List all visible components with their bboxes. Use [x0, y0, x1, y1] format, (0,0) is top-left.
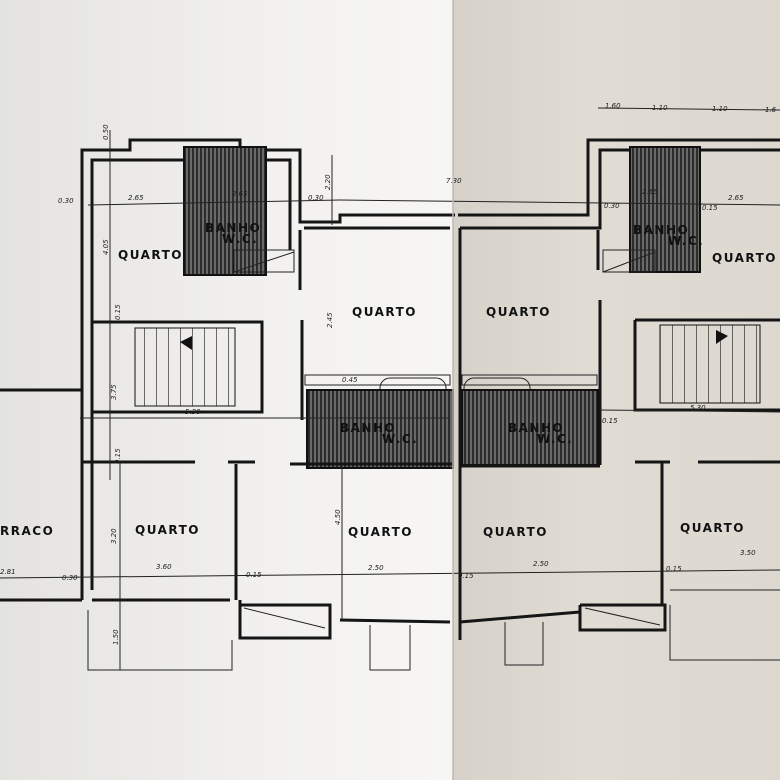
bathroom-tiles-mid-right [461, 389, 599, 466]
dimension-label: 0.30 [62, 574, 78, 582]
dimension-label: 0.15 [458, 572, 474, 580]
dimension-label: 2.45 [326, 312, 334, 328]
room-label-wc: W.C. [382, 432, 418, 446]
dimension-label: 3.20 [110, 528, 118, 544]
dimension-label: 2.81 [0, 568, 16, 576]
room-label-quarto: QUARTO [135, 523, 200, 537]
bathroom-tiles-top-right [629, 146, 701, 273]
room-label-quarto: QUARTO [118, 248, 183, 262]
stair-direction-arrow-icon [180, 336, 192, 350]
dimension-label: 2.65 [728, 194, 744, 202]
room-label-quarto: QUARTO [352, 305, 417, 319]
dimension-label: 0.15 [702, 204, 718, 212]
dimension-label: 0.15 [114, 448, 122, 464]
room-label-banho: BANHO [508, 421, 564, 435]
dimension-label: 1.10 [652, 104, 668, 112]
dimension-label: 1.60 [605, 102, 621, 110]
dimension-label: 5.30 [690, 404, 706, 412]
dimension-label: 0.15 [246, 571, 262, 579]
dimension-label: 1.6 [765, 106, 777, 114]
dimension-label: 3.60 [156, 563, 172, 571]
room-label-wc: W.C. [222, 232, 258, 246]
dimension-label: 2.65 [232, 190, 248, 198]
walls-left-unit [0, 138, 455, 671]
dimension-label: 0.45 [342, 376, 358, 384]
room-label-quarto: QUARTO [483, 525, 548, 539]
dimension-label: 2.65 [128, 194, 144, 202]
staircase-right [659, 324, 761, 404]
dimension-label: 4.50 [334, 509, 342, 525]
dimension-label: 1.10 [712, 105, 728, 113]
dimension-label: 0.15 [114, 304, 122, 320]
room-label-quarto: QUARTO [680, 521, 745, 535]
room-label-terraco: RRACO [0, 524, 54, 538]
dimension-label: 0.15 [602, 417, 618, 425]
room-label-banho: BANHO [205, 221, 261, 235]
dimension-label: 3.50 [740, 549, 756, 557]
room-label-banho: BANHO [340, 421, 396, 435]
stair-direction-arrow-icon [716, 330, 728, 344]
dimension-label: 5.30 [185, 408, 201, 416]
dimension-label: 7.30 [446, 177, 462, 185]
room-label-wc: W.C. [537, 432, 573, 446]
dimension-lines [0, 107, 780, 670]
room-label-quarto: QUARTO [486, 305, 551, 319]
dimension-labels: 0.50 0.30 2.65 2.65 4.05 2.20 0.30 7.30 … [0, 102, 777, 645]
dimension-label: 0.50 [102, 124, 110, 140]
dimension-label: 2.50 [368, 564, 384, 572]
walls-right-unit [458, 138, 780, 666]
dimension-label: 2.65 [642, 188, 658, 196]
dimension-label: 2.20 [324, 174, 332, 190]
dimension-label: 0.30 [58, 197, 74, 205]
dimension-label: 4.05 [102, 239, 110, 255]
dimension-label: 2.50 [533, 560, 549, 568]
dimension-label: 3.75 [110, 384, 118, 400]
dimension-label: 0.30 [308, 194, 324, 202]
dimension-label: 0.15 [666, 565, 682, 573]
room-label-quarto: QUARTO [348, 525, 413, 539]
dimension-label: 1.50 [112, 629, 120, 645]
room-label-banho: BANHO [633, 223, 689, 237]
room-label-quarto: QUARTO [712, 251, 777, 265]
room-label-wc: W.C. [668, 234, 704, 248]
dimension-label: 0.30 [604, 202, 620, 210]
bathroom-tiles-mid-left [306, 389, 454, 469]
bathroom-tiles-top-left [183, 146, 267, 276]
